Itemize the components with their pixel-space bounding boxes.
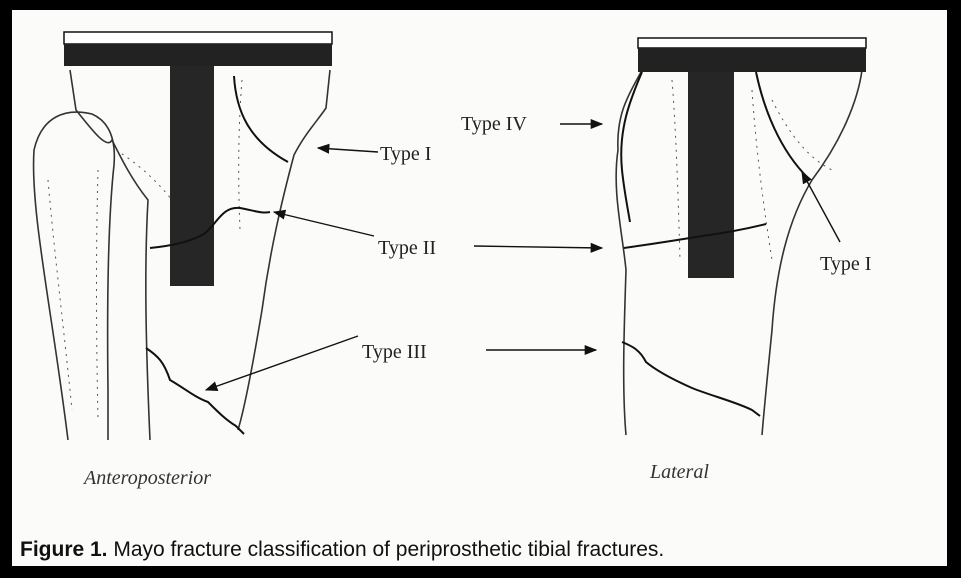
lateral-view — [616, 38, 866, 435]
ap-tray-plate — [64, 44, 332, 66]
view-label-ap: Anteroposterior — [82, 467, 211, 489]
caption-prefix: Figure 1. — [20, 538, 108, 561]
ap-stem — [170, 66, 214, 286]
ap-view — [34, 32, 332, 440]
arrow-type-i-ap — [318, 148, 378, 152]
arrow-type-ii-ap — [274, 212, 374, 236]
view-label-lateral: Lateral — [649, 461, 709, 483]
lateral-tray-top — [638, 38, 866, 48]
lateral-tray-plate — [638, 48, 866, 72]
lateral-type-iii-fracture — [622, 342, 760, 416]
figure-panel: Type IV Type I Type II Type III Type I A… — [12, 10, 947, 566]
arrow-type-ii-lateral — [474, 246, 602, 248]
fracture-diagram: Type IV Type I Type II Type III Type I A… — [12, 10, 947, 530]
arrow-type-i-lateral — [802, 172, 840, 242]
lateral-type-i-fracture — [756, 72, 808, 178]
label-type-iii: Type III — [362, 341, 427, 363]
ap-fibula — [34, 112, 115, 440]
label-type-i-ap: Type I — [380, 143, 431, 165]
arrow-type-iii-ap — [206, 336, 358, 390]
ap-type-iii-fracture — [146, 348, 244, 434]
lateral-type-iv-fracture — [621, 72, 642, 222]
caption-text: Mayo fracture classification of peripros… — [108, 538, 665, 561]
arrows — [206, 124, 840, 390]
lateral-stem — [688, 72, 734, 278]
ap-tray-top — [64, 32, 332, 44]
label-type-ii: Type II — [378, 237, 436, 259]
ap-type-i-fracture — [234, 76, 288, 162]
label-type-iv: Type IV — [461, 113, 527, 135]
label-type-i-lateral: Type I — [820, 253, 871, 275]
figure-caption: Figure 1. Mayo fracture classification o… — [20, 538, 664, 562]
